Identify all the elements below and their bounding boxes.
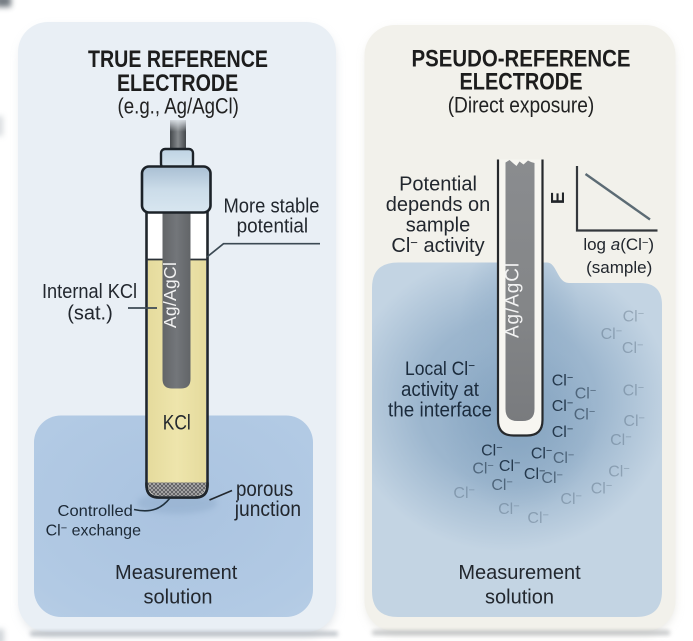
svg-text:the interface: the interface	[388, 400, 492, 422]
svg-text:Cl− exchange: Cl− exchange	[46, 523, 141, 540]
svg-text:More stable: More stable	[224, 195, 320, 217]
svg-text:log a(Cl−): log a(Cl−)	[583, 235, 654, 254]
svg-text:Ag/AgCl: Ag/AgCl	[503, 262, 524, 338]
svg-text:E: E	[547, 192, 568, 204]
svg-text:ELECTRODE: ELECTRODE	[117, 70, 238, 97]
svg-text:(Direct exposure): (Direct exposure)	[448, 92, 595, 117]
svg-text:Local Cl−: Local Cl−	[405, 358, 475, 380]
svg-text:Controlled: Controlled	[58, 503, 133, 520]
svg-text:Measurement: Measurement	[458, 562, 581, 584]
svg-text:(sample): (sample)	[586, 258, 652, 277]
svg-text:Cl− activity: Cl− activity	[391, 235, 484, 257]
svg-text:Measurement: Measurement	[115, 562, 238, 584]
svg-text:PSEUDO-REFERENCE: PSEUDO-REFERENCE	[412, 46, 631, 73]
svg-text:ELECTRODE: ELECTRODE	[460, 69, 583, 96]
svg-text:porous: porous	[236, 478, 293, 501]
svg-text:junction: junction	[234, 498, 301, 521]
svg-text:solution: solution	[485, 587, 554, 609]
svg-text:Ag/AgCl: Ag/AgCl	[160, 262, 180, 328]
svg-text:potential: potential	[237, 215, 309, 237]
svg-text:TRUE REFERENCE: TRUE REFERENCE	[88, 46, 268, 73]
svg-text:depends on: depends on	[386, 194, 491, 216]
svg-text:(sat.): (sat.)	[67, 303, 113, 325]
svg-text:Internal KCl: Internal KCl	[42, 281, 137, 303]
svg-text:activity at: activity at	[401, 379, 479, 401]
svg-text:sample: sample	[406, 214, 470, 236]
svg-text:solution: solution	[144, 587, 213, 609]
svg-text:(e.g., Ag/AgCl): (e.g., Ag/AgCl)	[118, 94, 239, 119]
svg-text:Potential: Potential	[399, 174, 477, 196]
svg-text:KCl: KCl	[163, 412, 191, 435]
